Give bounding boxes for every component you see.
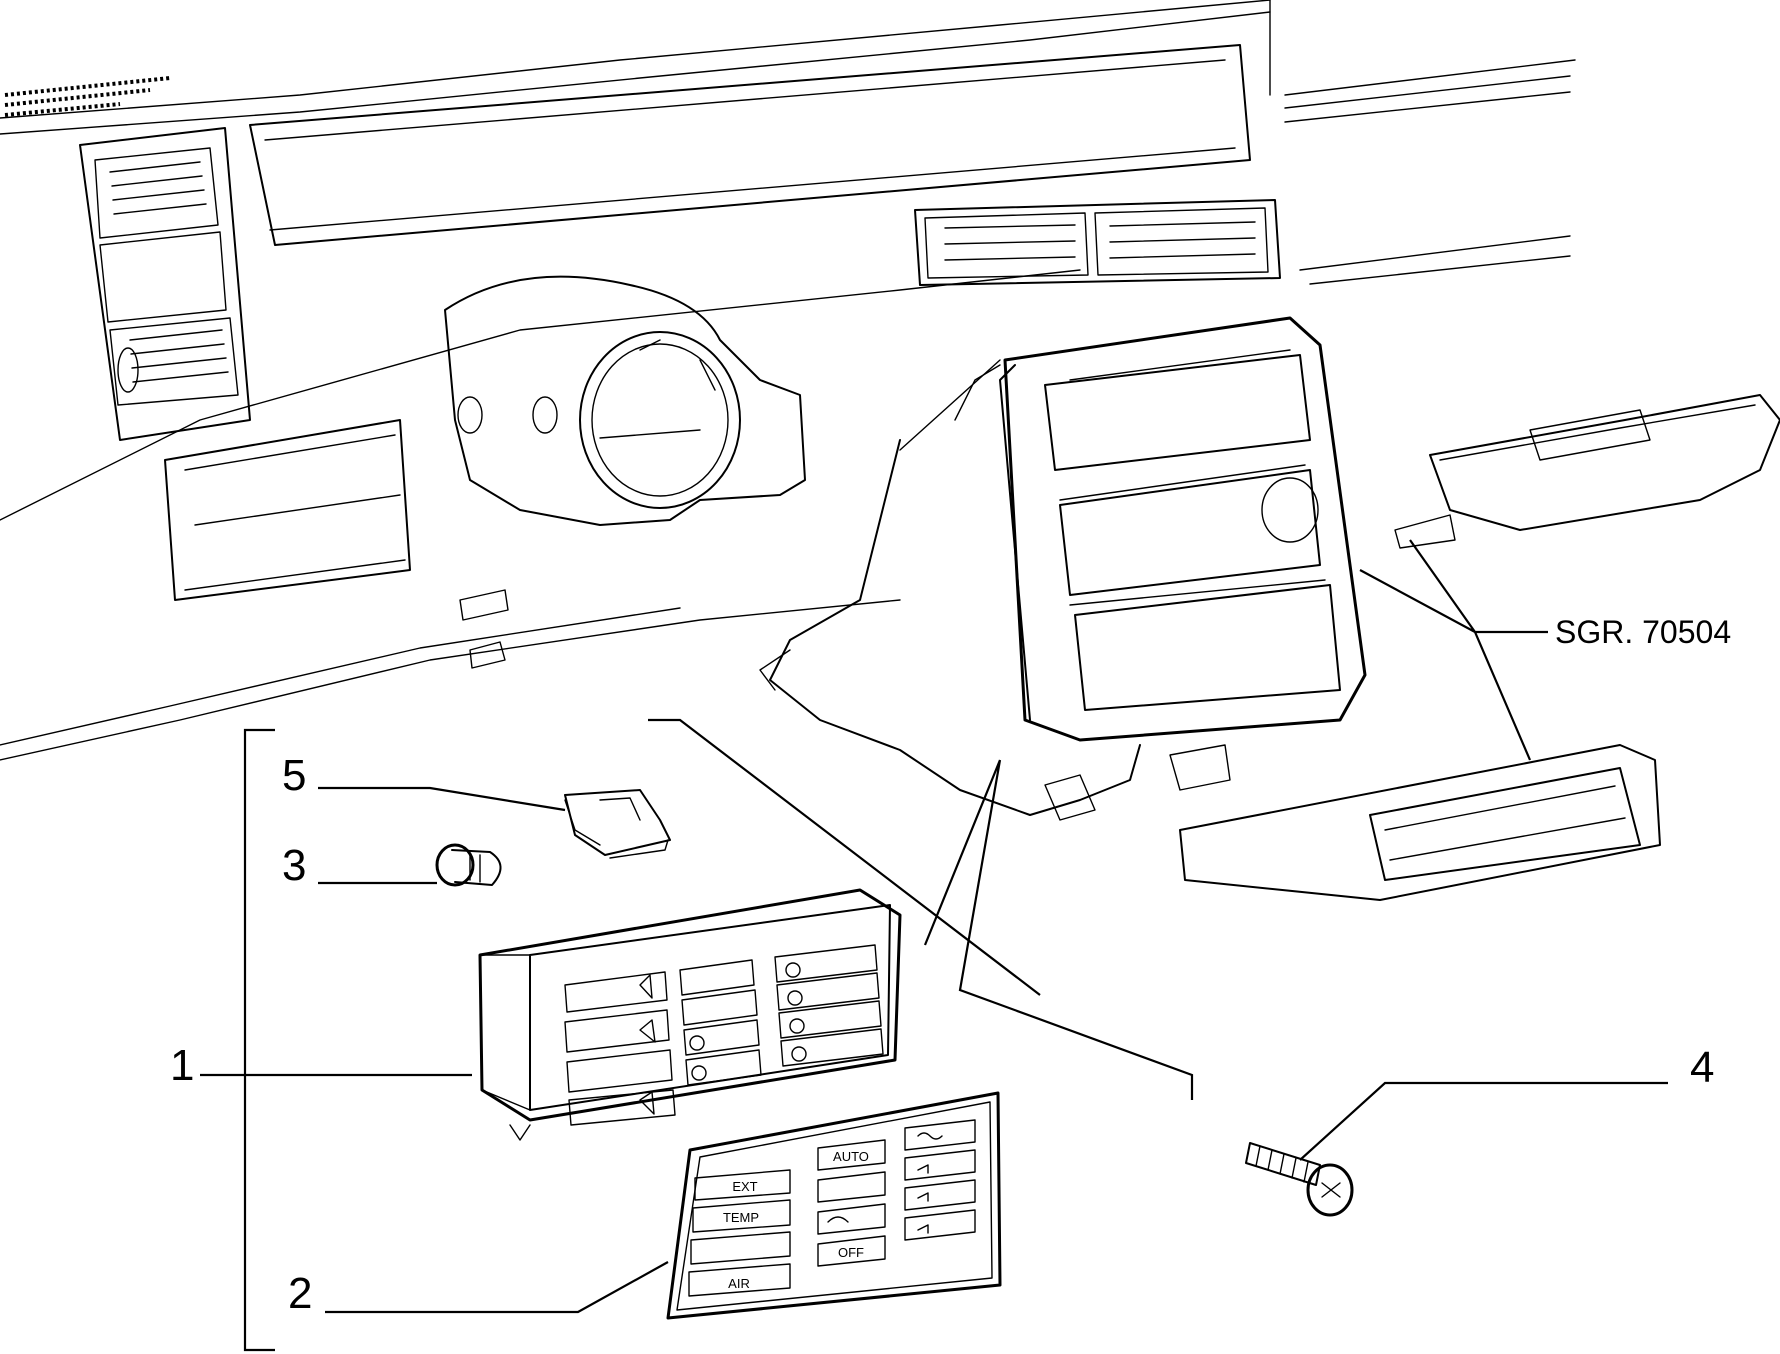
overlay-label-temp: TEMP xyxy=(723,1210,759,1225)
assembly-bracket xyxy=(243,728,275,1352)
reference-code: SGR. 70504 xyxy=(1555,614,1731,650)
console-leader-lines xyxy=(648,718,1194,1100)
overlay-label-ext: EXT xyxy=(732,1179,757,1194)
callout-4: 4 xyxy=(1690,1043,1714,1092)
center-console-bezel xyxy=(759,316,1367,821)
leader-5 xyxy=(318,786,566,812)
screw-part xyxy=(1245,1142,1354,1217)
callout-3: 3 xyxy=(282,841,306,890)
bulb-part xyxy=(435,843,502,887)
leader-4 xyxy=(1299,1081,1668,1161)
callout-2: 2 xyxy=(288,1269,312,1318)
clip-part xyxy=(564,789,671,859)
callout-5: 5 xyxy=(282,751,306,800)
storage-tray-drawing xyxy=(1179,744,1661,901)
dashboard-drawing xyxy=(0,0,1576,761)
callout-1: 1 xyxy=(170,1041,194,1090)
glovebox-drawing xyxy=(1394,394,1780,549)
reference-leader-lines xyxy=(1359,539,1548,761)
overlay-label-off: OFF xyxy=(838,1245,864,1260)
control-panel-overlay: EXT TEMP AIR AUTO OFF xyxy=(666,1091,1002,1320)
climate-control-unit xyxy=(478,888,902,1141)
leader-2 xyxy=(325,1261,669,1314)
overlay-label-auto: AUTO xyxy=(833,1149,869,1164)
overlay-label-air: AIR xyxy=(728,1276,750,1291)
